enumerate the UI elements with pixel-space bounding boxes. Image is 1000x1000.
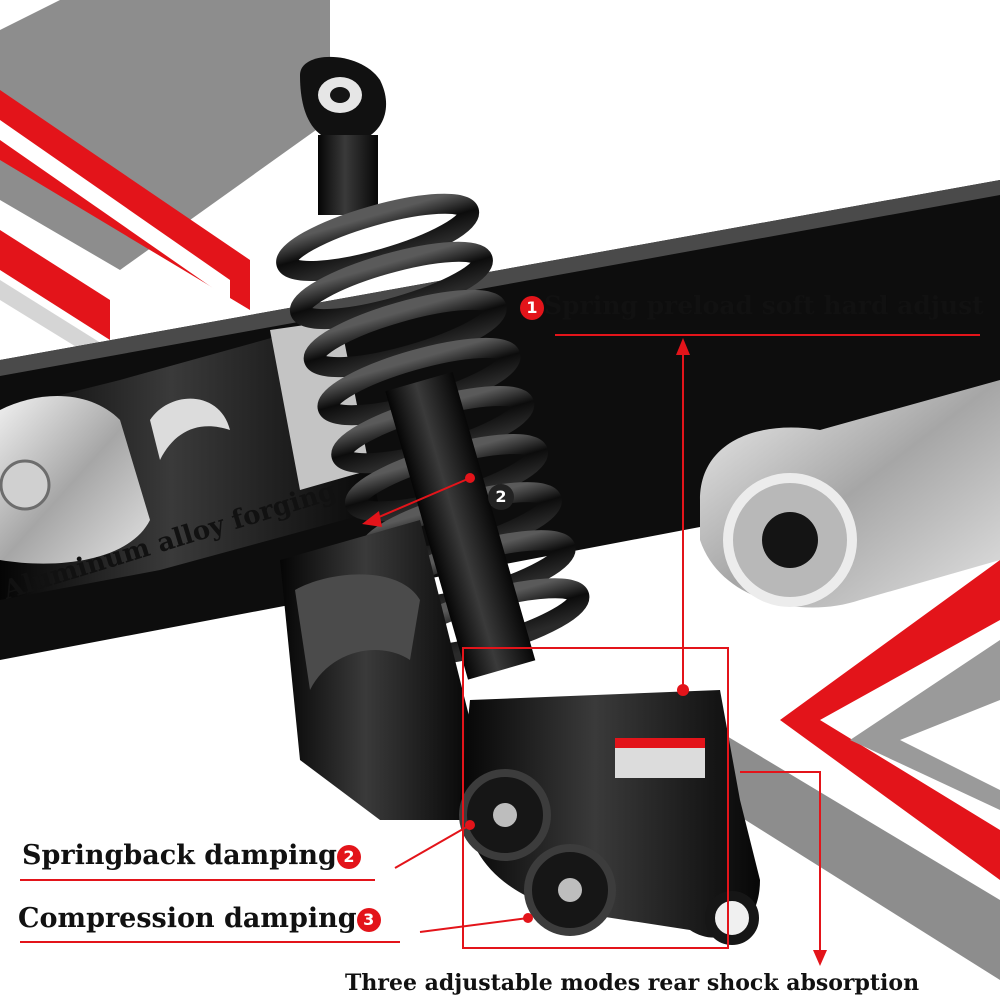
bracket-hole	[762, 512, 818, 568]
springback-arrow-line	[394, 824, 471, 869]
title-arrow-head	[813, 950, 827, 966]
main-shock-absorber	[276, 56, 760, 945]
bottom-eyelet	[705, 891, 759, 945]
callout-lines	[20, 334, 980, 966]
top-eyelet-hole	[330, 87, 350, 103]
black-band-edge	[0, 180, 1000, 376]
white-stripe-top-left	[0, 120, 230, 300]
springback-arrow-dot	[465, 820, 475, 830]
spring-arrow-head	[676, 338, 690, 355]
adjustment-highlight-box	[462, 647, 729, 949]
compression-number-badge: 3	[356, 907, 381, 932]
forging-arrow-line	[371, 477, 471, 521]
gray-stripe-bottom-right	[650, 720, 1000, 980]
compression-damping-text: Compression damping	[18, 903, 357, 934]
springback-number-badge: 2	[336, 844, 361, 869]
spring-arrow-dot	[677, 684, 689, 696]
forging-arrow-head	[362, 511, 382, 527]
spring-preload-number-badge: 1	[520, 295, 544, 320]
red-stripe-mid-left	[0, 230, 110, 340]
left-shock-eyelet	[0, 396, 150, 564]
bottom-title: Three adjustable modes rear shock absorp…	[345, 970, 920, 996]
rebound-knob-center	[493, 803, 517, 827]
left-shock-swirl	[150, 398, 230, 460]
compression-knob-center	[558, 878, 582, 902]
forging-arrow-dot	[465, 473, 475, 483]
damper-body	[385, 371, 536, 680]
compression-arrow-line	[419, 917, 529, 933]
springback-damping-text: Springback damping	[22, 840, 337, 871]
alloy-bracket-right	[700, 380, 1000, 608]
gray-chevron-right	[850, 640, 1000, 810]
title-arrow-line	[740, 771, 821, 958]
red-chevron-right	[780, 560, 1000, 880]
warning-sticker-band	[615, 738, 705, 748]
left-shock-bolt	[0, 459, 51, 511]
top-mount	[318, 135, 378, 215]
shaft-number-badge: 2	[488, 484, 514, 510]
spring-preload-text: Spring preload soft hard adjust	[544, 291, 984, 320]
compression-arrow-dot	[523, 913, 533, 923]
reservoir-swirl	[295, 574, 420, 690]
